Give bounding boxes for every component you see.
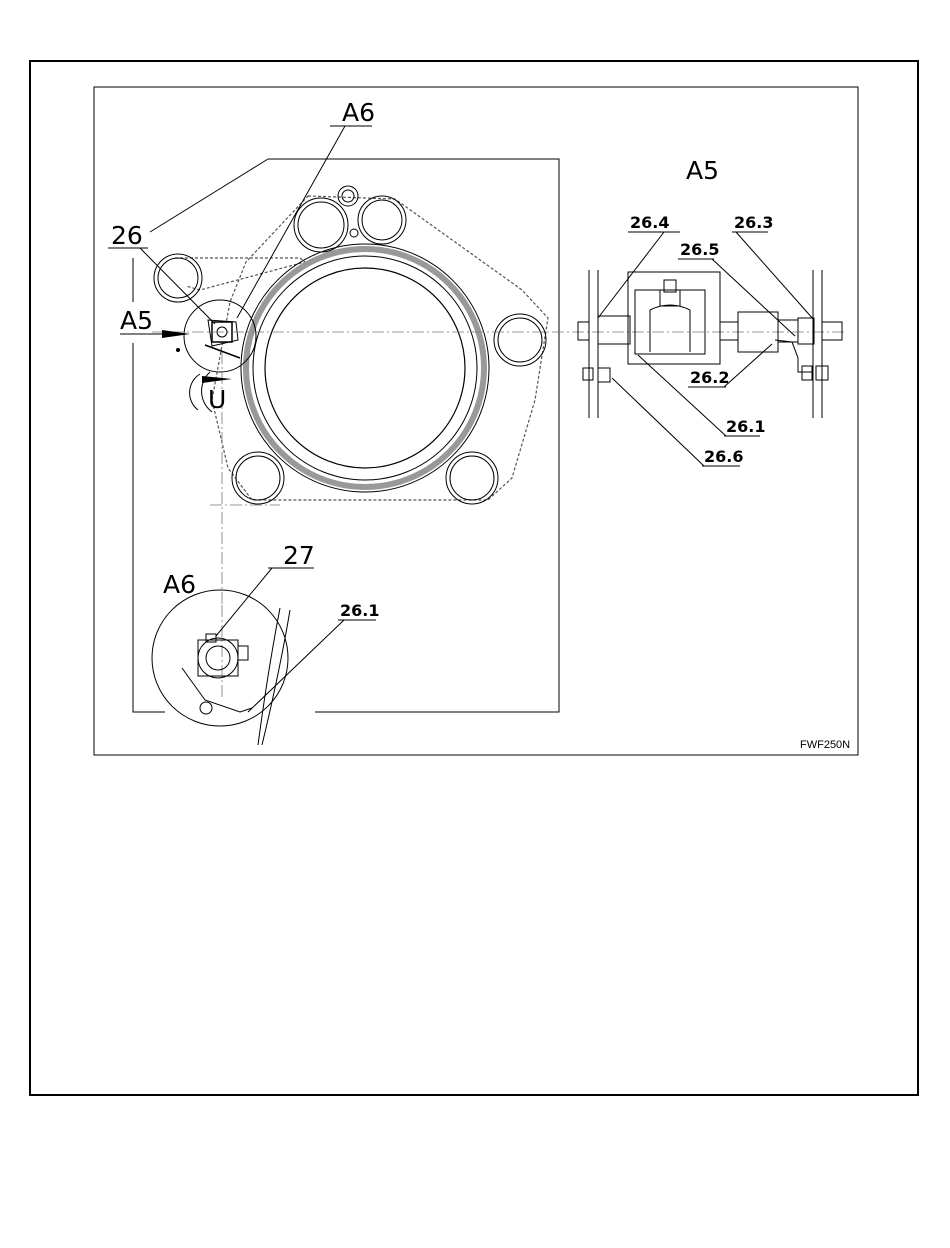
ref-26-2: 26.2 xyxy=(690,368,729,387)
callout-a6-detail: A6 xyxy=(163,570,196,599)
machine-housing xyxy=(133,159,559,712)
callout-a5-left: A5 xyxy=(120,306,153,335)
main-drum xyxy=(241,244,489,492)
ref-26-1: 26.1 xyxy=(726,417,765,436)
callout-a5-title: A5 xyxy=(686,156,719,185)
callout-27: 27 xyxy=(283,541,315,570)
leader-lines xyxy=(108,126,372,334)
figure-code: FWF250N xyxy=(800,739,850,751)
ref-26-5: 26.5 xyxy=(680,240,719,259)
ref-26-3: 26.3 xyxy=(734,213,773,232)
callout-a6-top: A6 xyxy=(342,98,375,127)
belt-path xyxy=(175,196,548,500)
ref-26-6: 26.6 xyxy=(704,447,743,466)
a5-detail-view xyxy=(578,232,842,466)
callout-26: 26 xyxy=(111,221,143,250)
ref-26-4: 26.4 xyxy=(630,213,669,232)
callout-u: U xyxy=(208,385,226,414)
center-lines xyxy=(152,332,845,700)
ref-26-1-a6: 26.1 xyxy=(340,601,379,620)
